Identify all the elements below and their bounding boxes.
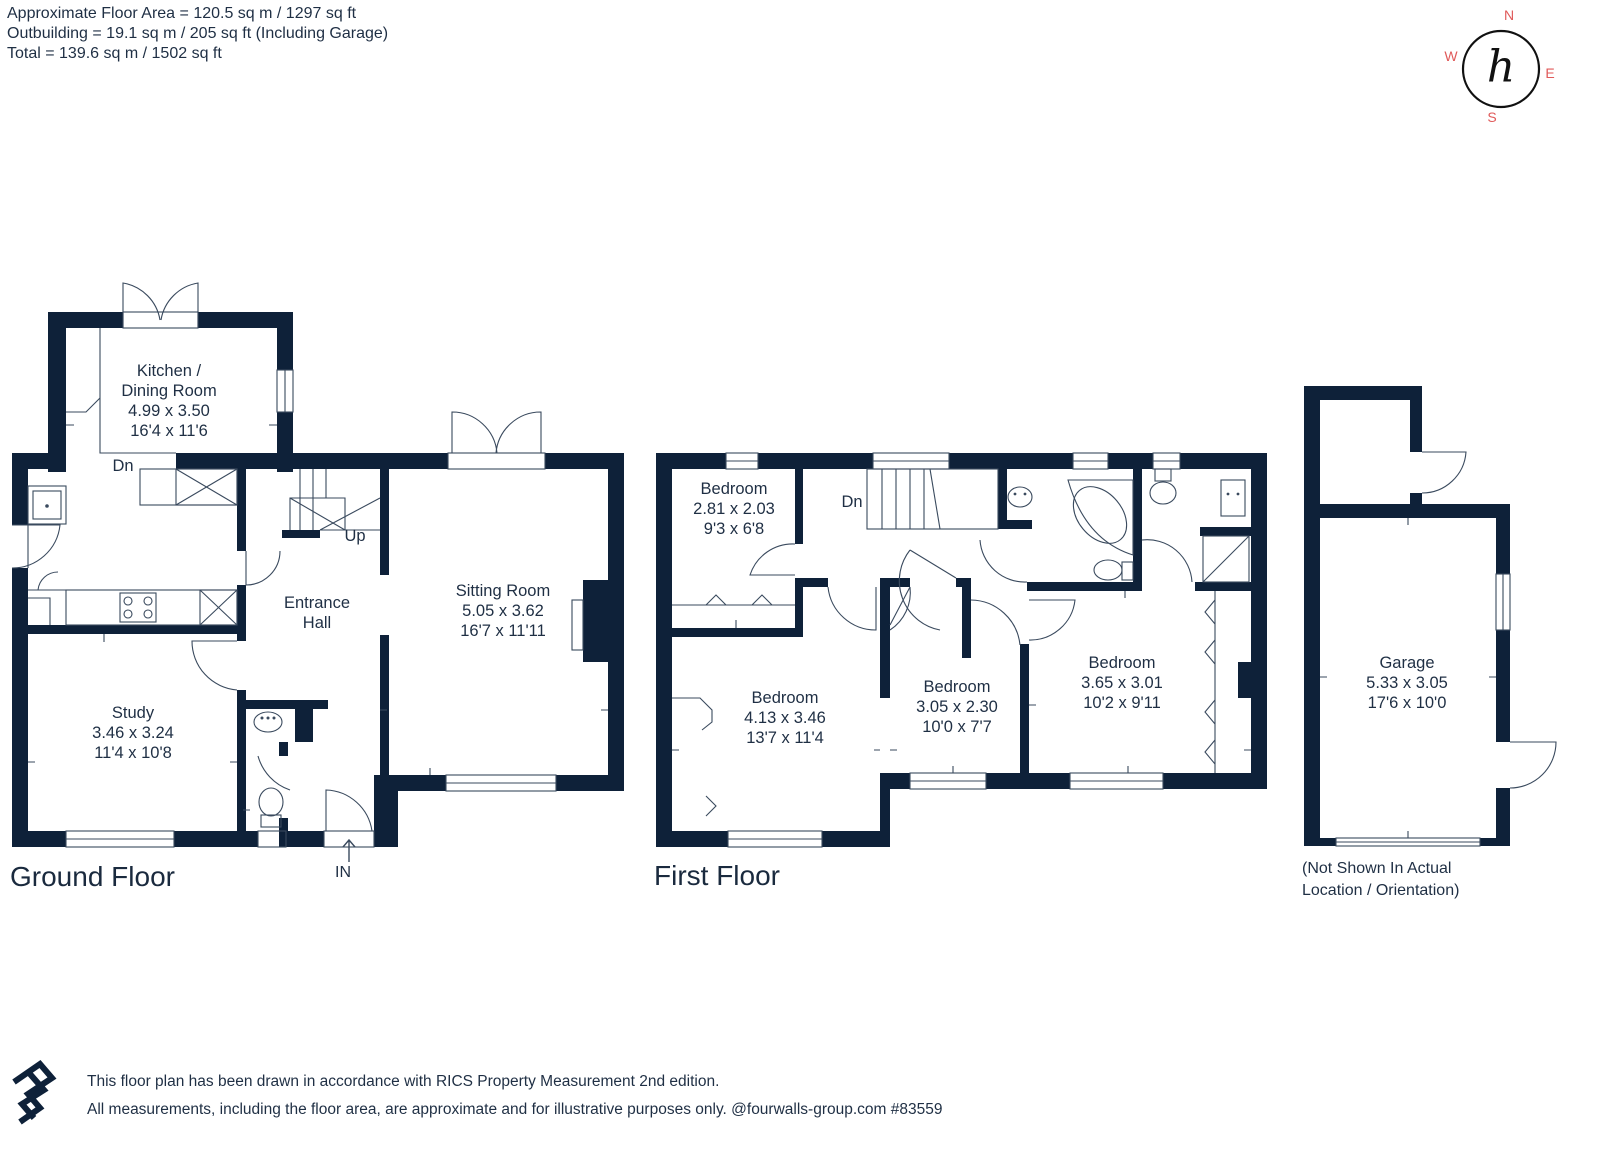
kitchen-imperial: 16'4 x 11'6 [130,422,208,440]
bed-right-name: Bedroom [1089,654,1156,672]
kitchen-metric: 4.99 x 3.50 [128,402,210,420]
kitchen-name-2: Dining Room [121,382,216,400]
compass-north: N [1504,7,1514,23]
bed-large-imperial: 13'7 x 11'4 [746,729,824,747]
bed-large-name: Bedroom [752,689,819,707]
footer-rics-note: This floor plan has been drawn in accord… [87,1073,720,1090]
compass-south: S [1487,109,1496,125]
first-floor-title: First Floor [654,860,780,891]
ground-stairs-up: Up [344,527,365,545]
study-imperial: 11'4 x 10'8 [94,744,172,762]
entry-label: IN [335,864,351,881]
compass-east: E [1545,65,1554,81]
outbuilding-area-text: Outbuilding = 19.1 sq m / 205 sq ft (Inc… [7,25,389,42]
bed-large-metric: 4.13 x 3.46 [744,709,826,727]
garage-imperial: 17'6 x 10'0 [1368,694,1447,712]
bed-small-name: Bedroom [701,480,768,498]
sitting-imperial: 16'7 x 11'11 [460,622,546,640]
ground-floor-labels: Kitchen / Dining Room 4.99 x 3.50 16'4 x… [10,362,550,892]
ground-floor-fixtures [11,282,608,862]
area-summary: Approximate Floor Area = 120.5 sq m / 12… [7,4,388,64]
ground-floor-walls [12,312,624,847]
sitting-name: Sitting Room [456,582,550,600]
compass-west: W [1444,48,1458,64]
garage-name: Garage [1379,654,1434,672]
compass-icon: h N E S W [1444,7,1554,125]
garage-fixtures [1320,451,1557,847]
first-floor-labels: Bedroom 2.81 x 2.03 9'3 x 6'8 Dn Bedroom… [654,480,1163,891]
bed-right-imperial: 10'2 x 9'11 [1083,694,1161,712]
bed-right-metric: 3.65 x 3.01 [1081,674,1163,692]
fourwalls-logo-icon [12,1059,57,1125]
first-floor-walls [656,453,1267,847]
garage-metric: 5.33 x 3.05 [1366,674,1448,692]
footer-disclaimer: All measurements, including the floor ar… [87,1101,943,1118]
bed-mid-metric: 3.05 x 2.30 [916,698,998,716]
garage-note-1: (Not Shown In Actual [1302,860,1451,877]
compass-logo: h [1487,42,1515,93]
bed-small-metric: 2.81 x 2.03 [693,500,775,518]
entrance-name-1: Entrance [284,594,350,612]
first-floor-fixtures [672,452,1251,848]
ground-stairs-down: Dn [112,457,133,475]
bed-mid-name: Bedroom [924,678,991,696]
first-stairs-down: Dn [841,493,862,511]
sitting-metric: 5.05 x 3.62 [462,602,544,620]
kitchen-name-1: Kitchen / [137,362,202,380]
garage-labels: Garage 5.33 x 3.05 17'6 x 10'0 (Not Show… [1302,654,1459,899]
ground-floor-title: Ground Floor [10,861,175,892]
floor-area-text: Approximate Floor Area = 120.5 sq m / 12… [7,5,357,22]
bed-mid-imperial: 10'0 x 7'7 [922,718,992,736]
garage-walls [1304,386,1510,846]
entrance-name-2: Hall [303,614,331,632]
bed-small-imperial: 9'3 x 6'8 [704,520,764,538]
study-metric: 3.46 x 3.24 [92,724,174,742]
study-name: Study [112,704,155,722]
garage-note-2: Location / Orientation) [1302,882,1459,899]
total-area-text: Total = 139.6 sq m / 1502 sq ft [7,45,222,62]
